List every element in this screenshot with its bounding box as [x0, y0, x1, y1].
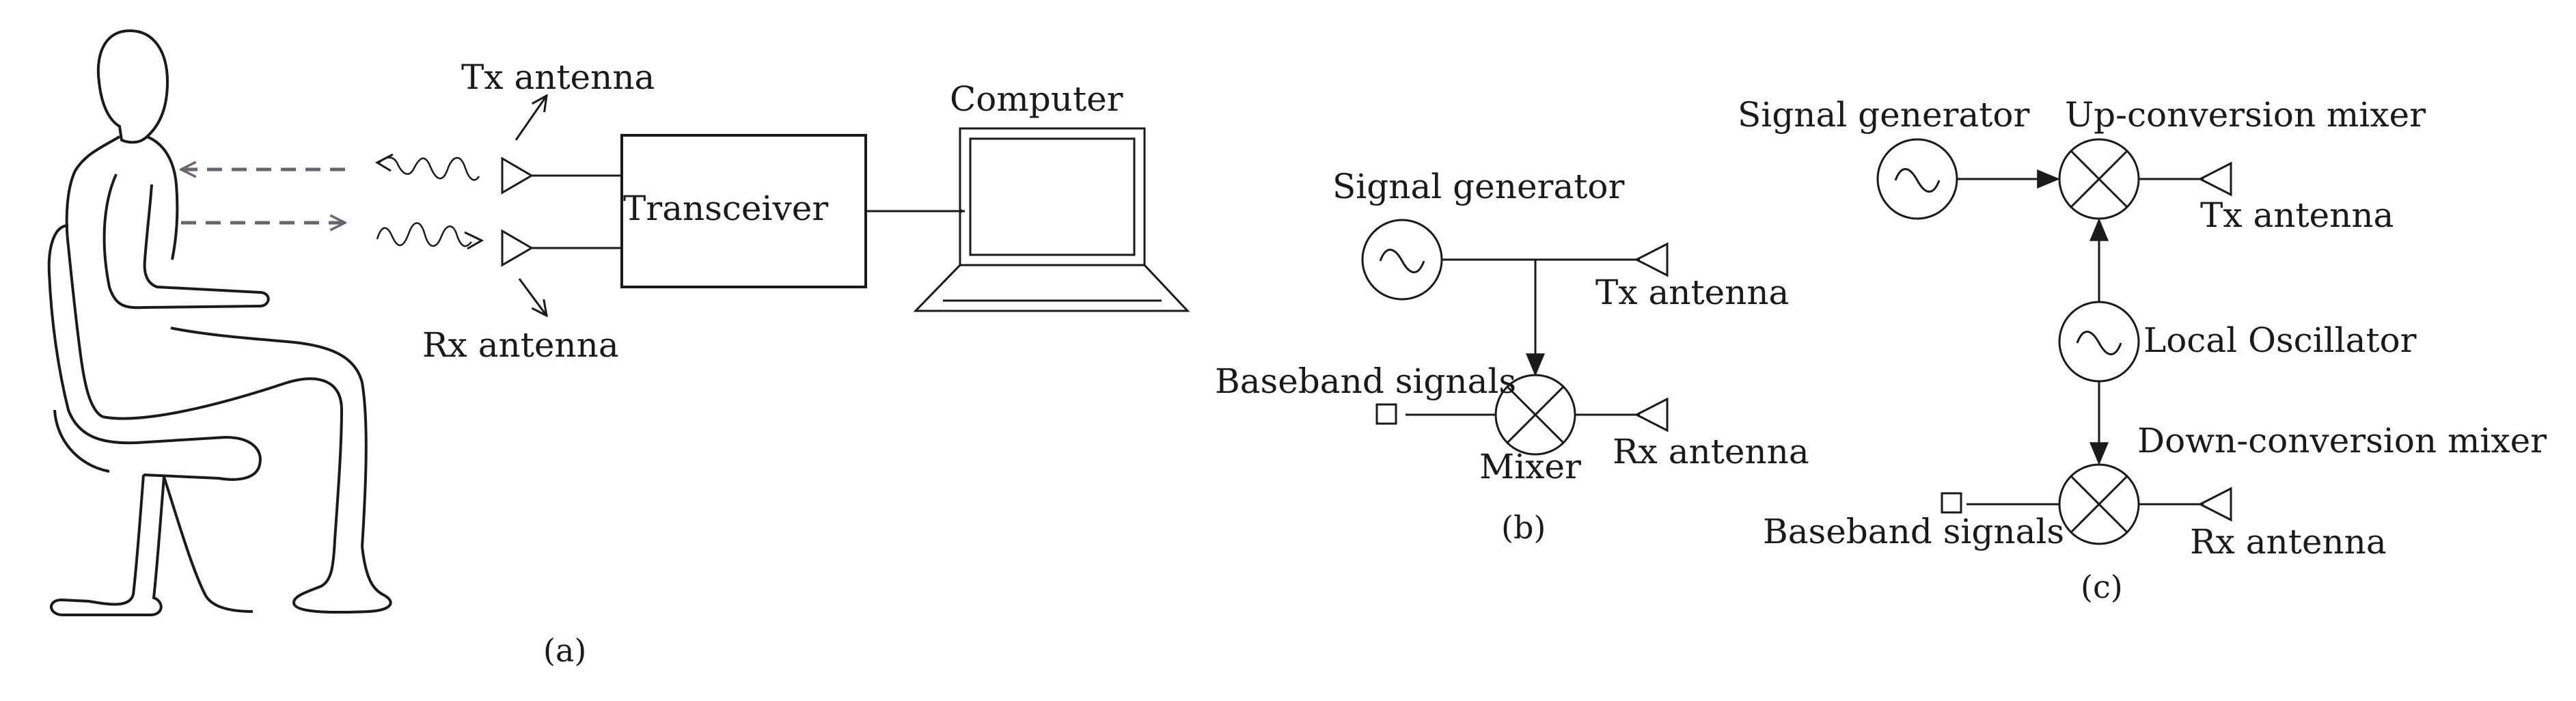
- b-baseband-port: [1375, 403, 1397, 425]
- tx-antenna-pointer: [515, 96, 547, 141]
- c-baseband-signals-label: Baseband signals: [1763, 512, 2064, 551]
- rx-antenna-pointer: [518, 278, 547, 316]
- caption-a: (a): [543, 632, 586, 669]
- rx-wave-squiggle: [376, 222, 472, 247]
- panel-b: Signal generator Tx antenna Rx antenna B…: [1215, 167, 1809, 546]
- caption-c: (c): [2081, 568, 2123, 605]
- b-rx-antenna-icon: [1634, 397, 1669, 432]
- caption-b: (b): [1501, 509, 1546, 546]
- b-mixer-label: Mixer: [1479, 447, 1581, 486]
- seated-person-figure: [47, 29, 392, 616]
- tx-wave-squiggle: [379, 156, 480, 181]
- rx-antenna-icon: [501, 229, 534, 267]
- c-tx-antenna-icon: [2197, 161, 2232, 197]
- computer-label: Computer: [950, 79, 1123, 119]
- b-signal-generator-label: Signal generator: [1332, 167, 1624, 206]
- c-down-mixer-label: Down-conversion mixer: [2137, 421, 2547, 461]
- b-tx-antenna-icon: [1634, 242, 1669, 277]
- c-rx-antenna-icon: [2197, 486, 2232, 522]
- c-signal-generator-label: Signal generator: [1738, 95, 2029, 135]
- rx-antenna-label: Rx antenna: [422, 325, 619, 365]
- tx-antenna-label: Tx antenna: [461, 57, 655, 97]
- panel-c: Signal generator Up-conversion mixer Tx …: [1738, 95, 2547, 605]
- c-local-oscillator-label: Local Oscillator: [2143, 320, 2417, 360]
- c-rx-antenna-label: Rx antenna: [2190, 522, 2387, 562]
- b-baseband-signals-label: Baseband signals: [1215, 361, 1516, 401]
- panel-a: Tx antenna Rx antenna Transceiver Comput…: [47, 29, 1190, 669]
- c-down-conversion-mixer-icon: [2058, 463, 2140, 545]
- tx-wave-arrowhead: [374, 153, 394, 172]
- tx-antenna-icon: [501, 156, 534, 195]
- c-tx-antenna-label: Tx antenna: [2200, 195, 2394, 235]
- b-rx-antenna-label: Rx antenna: [1613, 432, 1809, 471]
- b-tx-antenna-label: Tx antenna: [1595, 273, 1789, 312]
- rx-wave-arrowhead: [464, 231, 484, 250]
- c-up-conversion-mixer-icon: [2058, 138, 2140, 220]
- c-baseband-port: [1941, 492, 1962, 514]
- c-up-mixer-label: Up-conversion mixer: [2065, 95, 2426, 135]
- transceiver-label: Transceiver: [623, 189, 828, 228]
- computer-laptop-icon: [913, 127, 1190, 312]
